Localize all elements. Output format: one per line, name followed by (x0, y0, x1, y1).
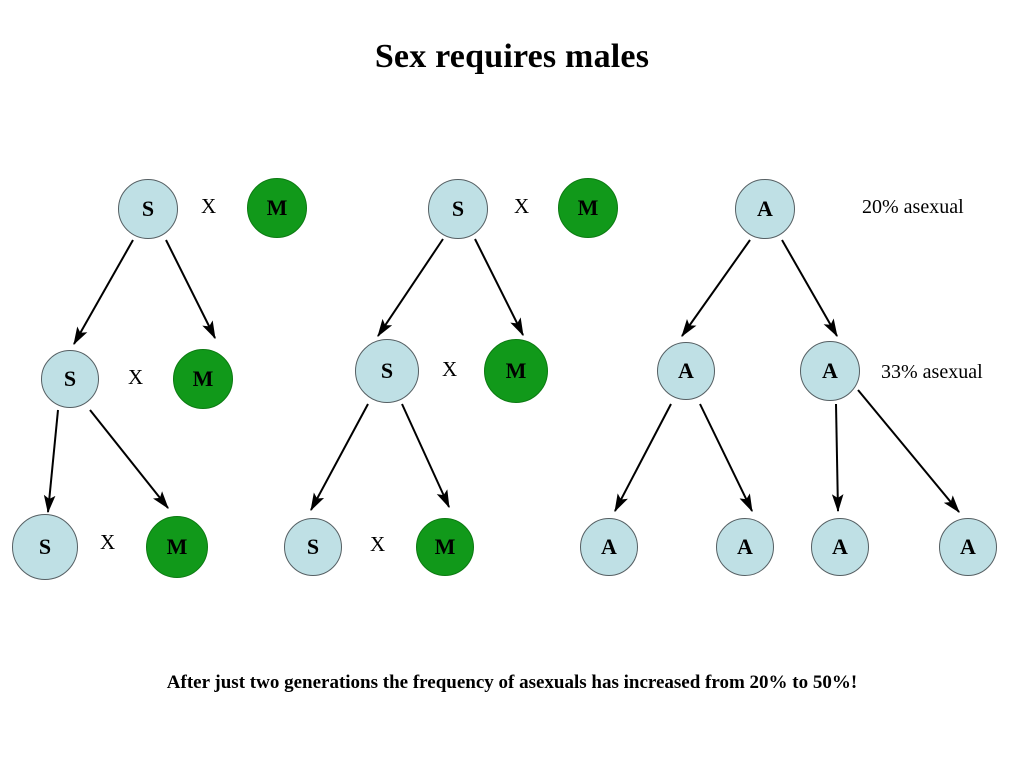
tree1-gen2-sexual: S (12, 514, 78, 580)
tree1-gen0-sexual: S (118, 179, 178, 239)
tree2-gen2-sexual-label: S (306, 534, 320, 559)
tree1-gen1-male-label: M (192, 366, 214, 391)
arrow-tree1-gen1-to-gen2-male (89, 409, 169, 509)
tree2-gen0-male: M (558, 178, 618, 238)
cross-3: X (100, 530, 116, 554)
arrow-tree1-gen1-to-gen2-sexual (43, 409, 59, 514)
slide-caption: After just two generations the frequency… (166, 672, 858, 693)
tree3-gen0-asexual-label: A (757, 196, 773, 221)
tree3-gen1-asexual-left-label: A (678, 358, 694, 383)
tree3-gen1-asexual-right-label: A (822, 358, 838, 383)
tree2-gen0-male-label: M (577, 195, 599, 220)
tree3-gen2-asexual-4-label: A (960, 534, 976, 559)
tree3-gen1-asexual-left: A (657, 342, 715, 400)
arrow-tree1-gen0-to-gen1-sexual (73, 239, 134, 346)
tree3-gen2-asexual-2: A (716, 518, 774, 576)
gen0-label: 20% asexual (862, 196, 964, 218)
tree2-gen2-male: M (416, 518, 474, 576)
tree2-gen1-male: M (484, 339, 548, 403)
arrow-tree3-gen1-right-to-gen2-3 (831, 403, 844, 513)
tree3-gen1-asexual-right: A (800, 341, 860, 401)
tree3-gen2-asexual-4: A (939, 518, 997, 576)
arrow-tree2-gen0-to-gen1-male (474, 238, 524, 337)
tree1-gen2-male: M (146, 516, 208, 578)
tree2-gen1-sexual: S (355, 339, 419, 403)
tree1-gen2-sexual-label: S (38, 534, 52, 559)
tree2-gen2-sexual: S (284, 518, 342, 576)
cross-5: X (442, 357, 458, 381)
tree1-gen1-sexual-label: S (63, 366, 77, 391)
tree1-gen0-sexual-label: S (141, 196, 155, 221)
tree3-gen0-asexual: A (735, 179, 795, 239)
tree3-gen2-asexual-1: A (580, 518, 638, 576)
tree2-gen0-sexual: S (428, 179, 488, 239)
arrow-tree3-gen1-left-to-gen2-1 (614, 403, 672, 513)
tree1-gen0-male-label: M (266, 195, 288, 220)
tree1-gen0-male: M (247, 178, 307, 238)
tree3-gen2-asexual-3: A (811, 518, 869, 576)
tree1-gen1-male: M (173, 349, 233, 409)
arrow-tree3-gen0-to-gen1-left (681, 239, 751, 337)
arrow-tree1-gen0-to-gen1-male (165, 239, 216, 340)
arrow-tree3-gen0-to-gen1-right (781, 239, 838, 338)
tree2-gen0-sexual-label: S (451, 196, 465, 221)
cross-2: X (128, 365, 144, 389)
cross-1: X (201, 194, 217, 218)
gen1-label: 33% asexual (881, 361, 983, 383)
tree3-gen2-asexual-2-label: A (737, 534, 753, 559)
arrow-tree2-gen1-to-gen2-sexual (310, 403, 369, 512)
tree1-gen1-sexual: S (41, 350, 99, 408)
tree2-gen2-male-label: M (434, 534, 456, 559)
arrow-tree3-gen1-right-to-gen2-4 (857, 389, 960, 513)
arrow-tree2-gen1-to-gen2-male (401, 403, 450, 509)
tree2-gen1-sexual-label: S (380, 358, 394, 383)
arrow-tree2-gen0-to-gen1-sexual (377, 238, 444, 337)
tree3-gen2-asexual-3-label: A (832, 534, 848, 559)
cross-6: X (370, 532, 386, 556)
tree2-gen1-male-label: M (505, 358, 527, 383)
cross-4: X (514, 194, 530, 218)
arrow-tree3-gen1-left-to-gen2-2 (699, 403, 753, 513)
tree1-gen2-male-label: M (166, 534, 188, 559)
page-title: Sex requires males (374, 38, 650, 75)
tree3-gen2-asexual-1-label: A (601, 534, 617, 559)
